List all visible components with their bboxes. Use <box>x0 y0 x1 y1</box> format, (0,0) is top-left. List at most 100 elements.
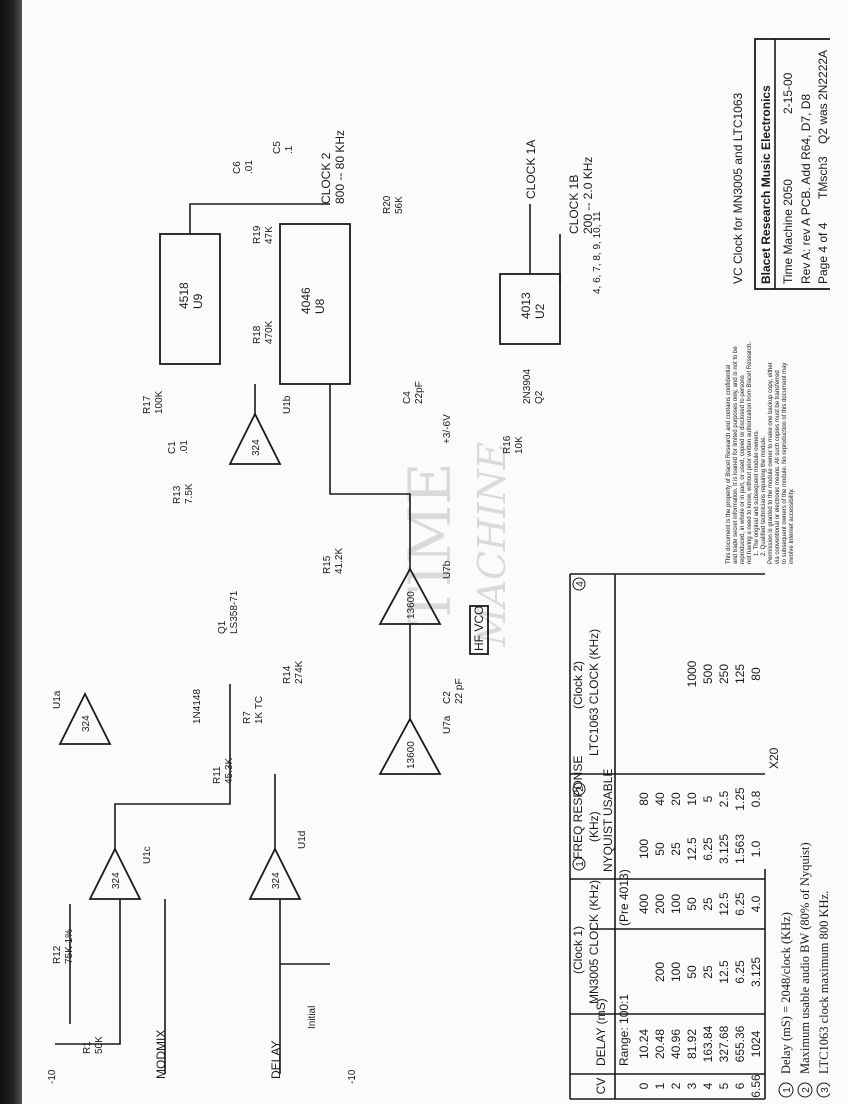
svg-text:U1c: U1c <box>142 846 153 864</box>
table-cell-cv: 1 <box>653 1082 667 1089</box>
sheet-caption: VC Clock for MN3005 and LTC1063 <box>731 92 745 284</box>
note-marker-1: 1 <box>782 1087 793 1093</box>
table-cell-cv: 6 <box>733 1082 747 1089</box>
svg-text:Initial: Initial <box>307 1006 318 1029</box>
opamp-u1d: 324 U1d <box>248 831 308 900</box>
svg-text:R1: R1 <box>82 1041 93 1054</box>
table-cell-a: 200 <box>653 962 667 982</box>
table-cell-delay: 81.92 <box>685 1029 699 1059</box>
svg-text:DELAY: DELAY <box>269 1041 283 1079</box>
table-cell-nyq: 1.563 <box>733 834 747 864</box>
svg-text:22 pF: 22 pF <box>454 678 465 704</box>
scan-edge-shadow <box>0 0 22 1104</box>
col-delay: DELAY (mS) <box>594 998 608 1066</box>
table-cell-delay: 163.84 <box>701 1025 715 1062</box>
table-cell-b: 4.0 <box>749 895 763 912</box>
svg-text:MODMIX: MODMIX <box>154 1030 168 1079</box>
conf-line-2: and trade secret information. It is loan… <box>733 346 739 564</box>
freq-sub: (KHz) <box>587 811 601 842</box>
table-cell-c2: 80 <box>749 667 763 681</box>
table-cell-c2: 250 <box>717 664 731 684</box>
svg-text:13600: 13600 <box>406 591 417 619</box>
table-cell-delay: 20.48 <box>653 1029 667 1059</box>
svg-text:CLOCK 1A: CLOCK 1A <box>524 140 538 199</box>
svg-text:4013: 4013 <box>519 292 533 319</box>
note-3: LTC1063 clock maximum 800 KHz. <box>817 891 830 1074</box>
svg-text:R17: R17 <box>142 395 153 414</box>
freq-header: FREQ RESPONSE <box>571 756 585 859</box>
table-cell-use: 80 <box>637 792 651 806</box>
col-nyquist: NYQUIST <box>601 818 615 872</box>
svg-text:R14: R14 <box>282 665 293 684</box>
opamp-u1b: 324 U1b <box>228 395 293 465</box>
conf-line-1: This document is the property of Blacet … <box>726 365 732 564</box>
svg-text:7.5K: 7.5K <box>184 483 195 504</box>
opamp-u1a: 324 U1a <box>52 690 112 745</box>
table-x20: X20 <box>767 747 781 769</box>
table-cell-delay: 327.68 <box>717 1025 731 1062</box>
table-rows: 010.2440010080120.482002005040240.961001… <box>637 660 763 1097</box>
table-cell-a: 100 <box>669 962 683 982</box>
svg-text:U9: U9 <box>191 293 205 309</box>
opamp-u1c: 324 U1c <box>88 846 153 900</box>
svg-text:Q1: Q1 <box>217 620 228 634</box>
note-marker-2: 2 <box>801 1087 812 1093</box>
svg-text:10K: 10K <box>514 436 525 454</box>
table-cell-cv: 6.56 <box>749 1074 763 1098</box>
svg-text:U8: U8 <box>313 298 327 314</box>
svg-text:R16: R16 <box>502 435 513 454</box>
conf-line-7: Permission is granted to the module owne… <box>768 362 774 564</box>
confidentiality-notice: This document is the property of Blacet … <box>726 342 795 564</box>
conf-line-6: 2. Qualified technicians repairing the m… <box>761 436 767 556</box>
q2-note: Q2 was 2N2222A <box>816 50 830 144</box>
col-cv: CV <box>594 1078 608 1095</box>
ic-u2-4013: 4013 U2 <box>499 273 561 345</box>
marker-1: 1 <box>575 861 586 867</box>
table-cell-cv: 3 <box>685 1082 699 1089</box>
svg-text:R13: R13 <box>172 485 183 504</box>
svg-text:13600: 13600 <box>406 741 417 769</box>
svg-text:324: 324 <box>251 439 262 456</box>
svg-text:47K: 47K <box>264 226 275 244</box>
svg-text:U7a: U7a <box>442 715 453 734</box>
conf-line-10: involve Internet accessibility. <box>789 488 795 564</box>
table-cell-delay: 40.96 <box>669 1029 683 1059</box>
svg-text:U2: U2 <box>533 303 547 319</box>
svg-text:56K: 56K <box>394 196 405 214</box>
svg-text:41.2K: 41.2K <box>334 548 345 574</box>
hf-vco-label: HF VCO <box>472 606 486 651</box>
svg-text:.01: .01 <box>244 160 255 174</box>
table-cell-nyq: 12.5 <box>685 837 699 861</box>
table-cell-b: 12.5 <box>717 892 731 916</box>
svg-text:C6: C6 <box>232 161 243 174</box>
table-cell-cv: 0 <box>637 1082 651 1089</box>
svg-text:4, 6, 7, 8, 9, 10, 11: 4, 6, 7, 8, 9, 10, 11 <box>592 211 603 294</box>
table-cell-delay: 1024 <box>749 1030 763 1057</box>
table-cell-b: 50 <box>685 897 699 911</box>
table-cell-use: 10 <box>685 792 699 806</box>
table-cell-b: 25 <box>701 897 715 911</box>
col-usable: USABLE <box>601 769 615 816</box>
table-cell-nyq: 100 <box>637 839 651 859</box>
table-cell-nyq: 3.125 <box>717 834 731 864</box>
schematic-drawing: TIME MACHINE Blacet Research Music Elect… <box>47 38 830 1100</box>
svg-text:CLOCK 2: CLOCK 2 <box>319 152 333 204</box>
table-cell-b: 100 <box>669 894 683 914</box>
ota-u7a: 13600 U7a <box>378 715 453 775</box>
conf-line-9: to subsequent owners of the module. No r… <box>782 363 788 564</box>
table-cell-use: 40 <box>653 792 667 806</box>
table-cell-nyq: 6.25 <box>701 837 715 861</box>
svg-text:U7b: U7b <box>442 560 453 579</box>
revision-note: Rev A: rev A PCB. Add R64, D7, D8 <box>799 94 813 284</box>
table-cell-delay: 655.36 <box>733 1025 747 1062</box>
table-cell-c2: 1000 <box>685 660 699 687</box>
svg-text:R20: R20 <box>382 195 393 214</box>
svg-text:LS358-71: LS358-71 <box>229 590 240 634</box>
svg-text:800 -- 80 KHz: 800 -- 80 KHz <box>333 130 347 204</box>
svg-text:R7: R7 <box>242 711 253 724</box>
table-cell-a: 3.125 <box>749 957 763 987</box>
notes: 1 Delay (mS) = 2048/clock (KHz) 2 Maximu… <box>778 842 830 1098</box>
svg-text:R18: R18 <box>252 325 263 344</box>
conf-line-4: not having a need to know, without prior… <box>747 342 753 564</box>
circuit: 324 U1a 324 U1c 324 U1d 13 <box>47 130 603 1084</box>
